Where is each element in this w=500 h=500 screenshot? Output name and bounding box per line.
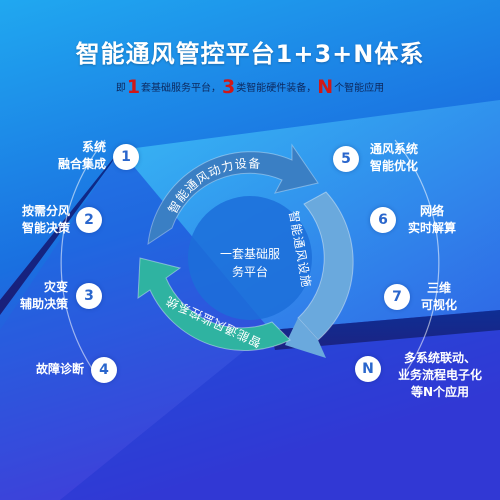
subtitle-num-1: 1 — [126, 76, 141, 98]
node-6-badge: 6 — [370, 207, 396, 233]
node-n-line-3: 等N个应用 — [410, 385, 470, 399]
node-5-badge: 5 — [333, 146, 359, 172]
node-n-label: 多系统联动、 业务流程电子化 等N个应用 — [388, 350, 492, 401]
node-7-label: 三维 可视化 — [410, 280, 468, 314]
node-1-line-2: 融合集成 — [57, 157, 106, 171]
node-3-line-2: 辅助决策 — [19, 297, 68, 311]
node-7-badge: 7 — [384, 284, 410, 310]
subtitle-num-2: 3 — [222, 76, 236, 98]
node-n-line-1: 多系统联动、 — [403, 351, 476, 365]
node-n-line-2: 业务流程电子化 — [397, 368, 482, 382]
subtitle-num-3: N — [317, 76, 334, 98]
node-1-label: 系统 融合集成 — [30, 139, 106, 173]
center-disc — [188, 196, 312, 320]
node-6-line-2: 实时解算 — [407, 221, 456, 235]
arc-ventilation-facilities — [285, 191, 354, 358]
node-2-label: 按需分风 智能决策 — [0, 203, 70, 237]
center-line-1: 一套基础服 — [219, 247, 280, 261]
node-5-label: 通风系统 智能优化 — [370, 141, 460, 175]
node-4-label: 故障诊断 — [10, 361, 84, 378]
node-3-line-1: 灾变 — [43, 280, 68, 294]
subtitle-part-2: 类智能硬件装备， — [236, 83, 317, 94]
node-2-line-1: 按需分风 — [21, 204, 70, 218]
node-2-badge: 2 — [76, 207, 102, 233]
subtitle-part-3: 个智能应用 — [334, 83, 385, 94]
node-7-line-1: 三维 — [426, 281, 451, 295]
center-label: 一套基础服 务平台 — [205, 245, 295, 281]
arc-monitoring-system — [137, 257, 291, 351]
node-1-line-1: 系统 — [81, 140, 106, 154]
node-1-badge: 1 — [113, 144, 139, 170]
node-3-badge: 3 — [76, 283, 102, 309]
page-title: 智能通风管控平台1+3+N体系 — [75, 40, 425, 68]
subtitle-prefix: 即 — [115, 83, 126, 94]
node-4-line-1: 故障诊断 — [35, 362, 84, 376]
node-2-line-2: 智能决策 — [21, 221, 70, 235]
subtitle-part-1: 套基础服务平台， — [141, 83, 222, 94]
node-7-line-2: 可视化 — [420, 298, 457, 312]
center-line-2: 务平台 — [231, 265, 268, 279]
node-3-label: 灾变 辅助决策 — [0, 279, 68, 313]
node-5-line-1: 通风系统 — [370, 142, 419, 156]
node-6-line-1: 网络 — [419, 204, 444, 218]
node-5-line-2: 智能优化 — [370, 159, 419, 173]
node-4-badge: 4 — [91, 357, 117, 383]
subtitle: 即1套基础服务平台，3类智能硬件装备，N个智能应用 — [0, 76, 500, 98]
node-n-badge: N — [355, 356, 381, 382]
node-6-label: 网络 实时解算 — [398, 203, 466, 237]
